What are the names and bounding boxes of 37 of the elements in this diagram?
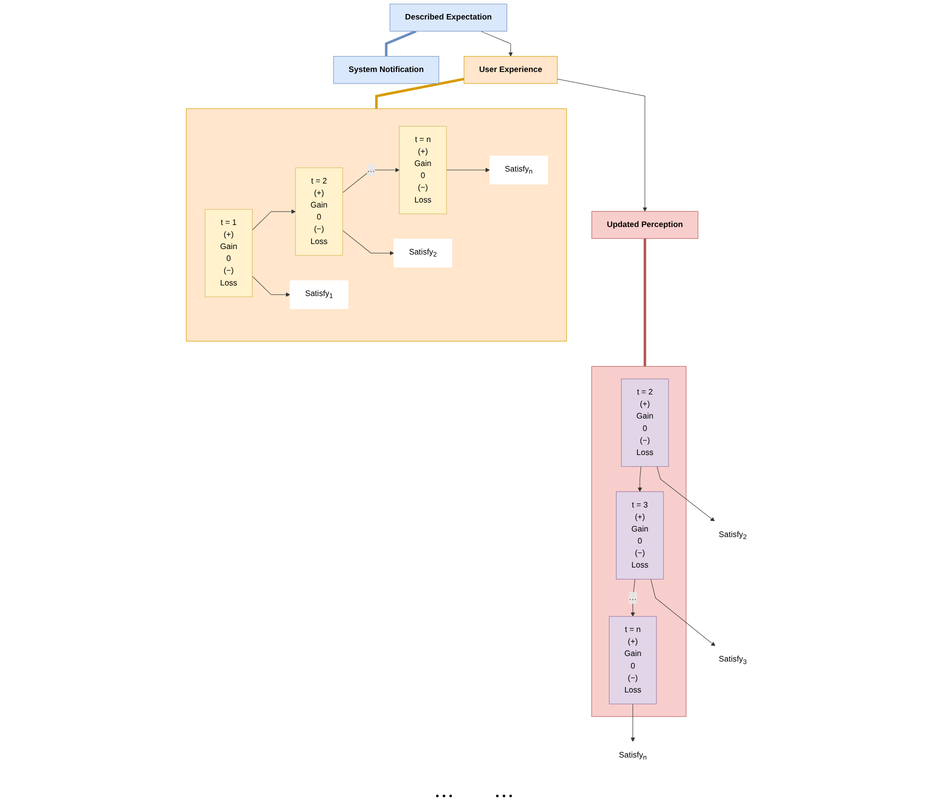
arrow — [650, 578, 716, 646]
node-box: Satisfy$_{n}$ — [489, 156, 548, 184]
arrow — [252, 276, 290, 297]
node-text: Satisfy$_{3}$ — [718, 655, 747, 666]
connector — [375, 78, 464, 109]
node-box: t = 1 (+) Gain 0 (−) Loss — [204, 209, 253, 298]
arrow — [557, 78, 648, 212]
cluster — [591, 366, 686, 717]
connector — [384, 30, 417, 56]
node-text: Satisfy$_{n}$ — [618, 750, 647, 761]
node-box: Updated Perception — [592, 211, 698, 239]
arrow — [656, 466, 715, 522]
node-box: t = 2 (+) Gain 0 (−) Loss — [295, 168, 343, 256]
node-box: t = 3 (+) Gain 0 (−) Loss — [616, 491, 664, 580]
arrow — [252, 209, 296, 230]
node-text: Satisfy$_{2}$ — [718, 530, 747, 541]
connector — [644, 238, 646, 366]
node-box: t = n (+) Gain 0 (−) Loss — [608, 616, 657, 704]
arrow — [630, 578, 636, 617]
arrow — [630, 704, 636, 742]
edge-label: … — [366, 166, 375, 174]
ellipsis-note: … — [494, 778, 514, 802]
arrow — [342, 168, 400, 193]
arrow — [638, 466, 642, 492]
edge-label: … — [628, 593, 637, 602]
node-box: System Notification — [333, 56, 440, 84]
node-box: t = n (+) Gain 0 (−) Loss — [399, 126, 447, 214]
node-box: t = 2 (+) Gain 0 (−) Loss — [621, 378, 669, 467]
arrow — [480, 30, 513, 57]
arrow — [446, 168, 490, 172]
node-box: Satisfy$_{1}$ — [290, 280, 348, 310]
cluster — [186, 108, 567, 342]
arrow — [342, 230, 394, 256]
node-box: User Experience — [464, 56, 558, 84]
ellipsis-note: … — [434, 778, 454, 802]
node-box: Described Expectation — [390, 4, 508, 32]
node-box: Satisfy$_{2}$ — [394, 238, 452, 268]
